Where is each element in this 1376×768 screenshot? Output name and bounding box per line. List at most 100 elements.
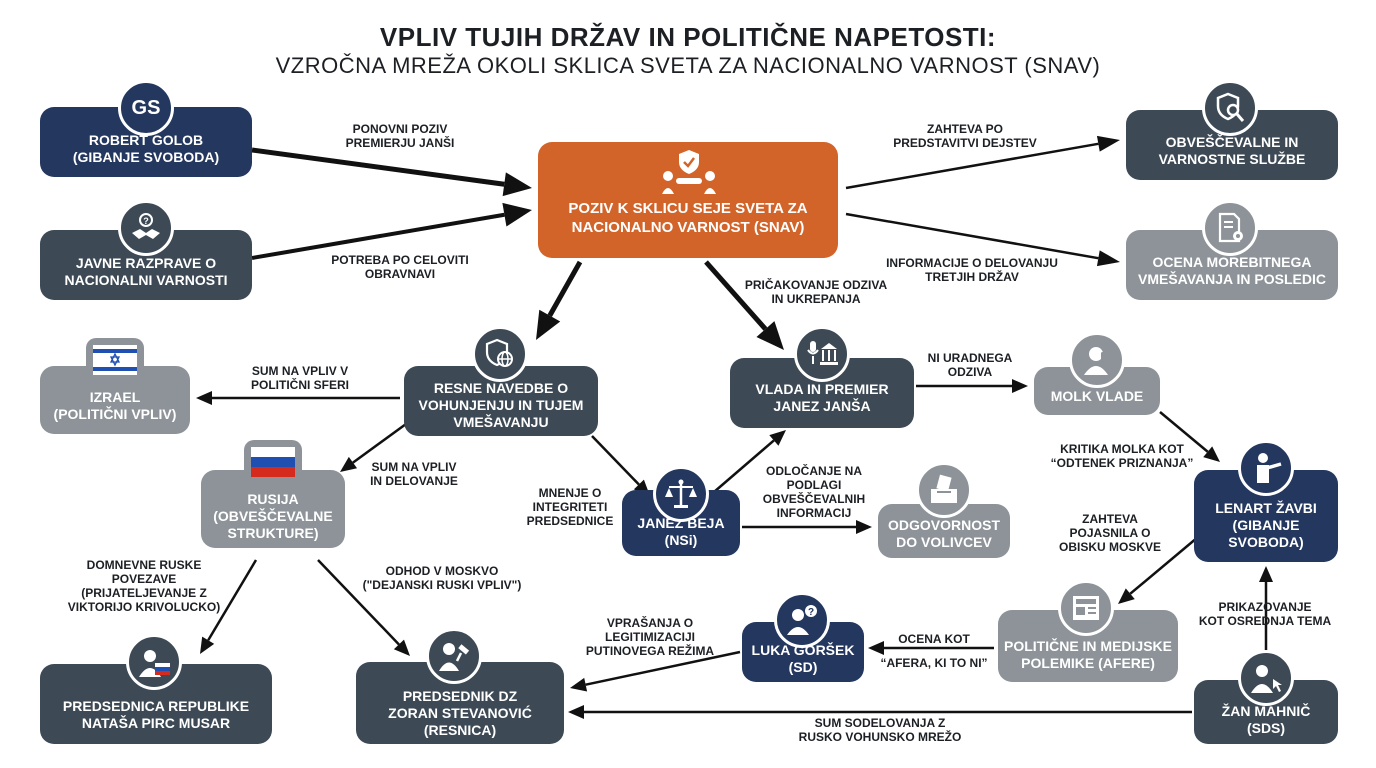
node-polemike[interactable]: POLITIČNE IN MEDIJSKE POLEMIKE (AFERE) (998, 610, 1178, 682)
arrow-mahnic-zavbi (1259, 566, 1273, 652)
node-javne-razprave-line2: NACIONALNI VARNOSTI (64, 272, 228, 288)
arrow-center-vlada-line (704, 260, 768, 331)
edge-label-line: INFORMACIJ (776, 506, 852, 520)
edge-label-line: PREDSEDNICE (526, 514, 614, 528)
scales-icon (653, 466, 709, 522)
node-obvescevalne-sluzbe-line1: OBVEŠČEVALNE IN (1165, 134, 1299, 150)
shield-magnifier-icon (1202, 80, 1258, 136)
arrow-resne-izrael (196, 391, 400, 405)
edge-label-vlada-molk: NI URADNEGA ODZIVA (910, 351, 1030, 379)
edge-label-line: VIKTORIJO KRIVOLUCKO) (67, 600, 221, 614)
arrow-rusija-pirc (200, 559, 258, 654)
node-ocena-vmesavanja-line1: OCENA MOREBITNEGA (1152, 254, 1312, 270)
edge-label-line: INTEGRITETI (532, 500, 608, 514)
edge-label-line: ODZIVA (947, 365, 993, 379)
arrow-mahnic-stevanovic-head (568, 705, 584, 719)
edge-label-resne-rusija: SUM NA VPLIV IN DELOVANJE (354, 460, 474, 488)
edge-label-line: DOMNEVNE RUSKE (86, 558, 202, 572)
edge-label-resne-izrael: SUM NA VPLIV V POLITIČNI SFERI (240, 364, 360, 392)
edge-label-line: MNENJE O (538, 486, 602, 500)
edge-label-beja-odgovornost: ODLOČANJE NA PODLAGI OBVEŠČEVALNIH INFOR… (754, 464, 874, 520)
node-poziv-snav-line2: NACIONALNO VARNOST (SNAV) (571, 219, 805, 236)
edge-label-line: OBRAVNAVI (364, 267, 436, 281)
node-poziv-snav-line1: POZIV K SKLICU SEJE SVETA ZA (568, 200, 808, 217)
arrow-rusija-stevanovic (317, 559, 410, 656)
node-ocena-vmesavanja-line2: VMEŠAVANJA IN POSLEDIC (1138, 271, 1326, 287)
node-zoran-stevanovic-line2: ZORAN STEVANOVIĆ (388, 704, 532, 721)
node-lenart-zavbi-line1: LENART ŽAVBI (1215, 499, 1317, 516)
arrow-beja-vlada-line (713, 439, 775, 493)
pointing-person-icon (1238, 440, 1294, 496)
arrow-gorsek-stevanovic-line (585, 650, 741, 686)
arrow-center-resne-line (547, 260, 583, 317)
arrow-rusija-pirc-line (207, 559, 258, 641)
arrow-molk-zavbi-line (1159, 411, 1209, 453)
arrow-rusija-stevanovic-line (317, 559, 400, 646)
edge-label-line: ZAHTEVA (1082, 512, 1138, 526)
svg-text:?: ? (808, 607, 814, 618)
edge-label-line: POVEZAVE (111, 572, 177, 586)
edge-label-line: ODHOD V MOSKVO (385, 564, 499, 578)
node-resne-navedbe-line3: VMEŠAVANJU (453, 413, 549, 430)
page-subtitle: VZROČNA MREŽA OKOLI SKLICA SVETA ZA NACI… (275, 53, 1101, 78)
arrow-golob-center-head (502, 172, 532, 197)
node-rusija-line1: RUSIJA (247, 490, 299, 507)
arrow-zavbi-polemike-head (1118, 588, 1135, 604)
arrow-golob-center-line (251, 147, 505, 187)
arrow-resne-rusija (340, 422, 407, 472)
edge-label-rusija-stevanovic: ODHOD V MOSKVO ("DEJANSKI RUSKI VPLIV") (352, 564, 532, 592)
node-rusija-line2: (OBVEŠČEVALNE (213, 507, 333, 524)
newspaper-icon (1058, 580, 1114, 636)
node-izrael-line1: IZRAEL (89, 389, 141, 405)
edge-label-line: NI URADNEGA (927, 351, 1013, 365)
russia-flag-icon (244, 440, 302, 484)
arrow-zavbi-polemike-line (1129, 531, 1205, 595)
edge-label-line: OBVEŠČEVALNIH (762, 492, 866, 506)
edge-label-line: IN UKREPANJA (771, 292, 861, 306)
node-polemike-line2: POLEMIKE (AFERE) (1021, 655, 1155, 671)
edge-label-line: INFORMACIJE O DELOVANJU (886, 256, 1058, 270)
edge-label-golob-center: PONOVNI POZIV PREMIERJU JANŠI (330, 122, 470, 150)
edge-label-mahnic-zavbi: PRIKAZOVANJE KOT OSREDNJA TEMA (1190, 600, 1340, 628)
arrow-molk-zavbi (1159, 411, 1220, 462)
node-molk-vlade-line1: MOLK VLADE (1050, 387, 1144, 404)
judge-gavel-icon (426, 628, 482, 684)
edge-label-center-vlada: PRIČAKOVANJE ODZIVA IN UKREPANJA (730, 278, 902, 306)
arrow-polemike-gorsek-head (868, 641, 884, 655)
arrow-center-vlada-head (756, 321, 784, 350)
node-robert-golob[interactable]: ROBERT GOLOB (GIBANJE SVOBODA) (40, 107, 252, 177)
microphone-building-icon (794, 326, 850, 382)
edge-label-line: PODLAGI (786, 478, 842, 492)
edge-label-line: TRETJIH DRŽAV (925, 270, 1019, 284)
node-resne-navedbe[interactable]: RESNE NAVEDBE O VOHUNJENJU IN TUJEM VMEŠ… (404, 366, 598, 436)
arrow-beja-odgovornost (742, 520, 872, 534)
node-luka-gorsek-line1: LUKA GORŠEK (751, 642, 855, 658)
edge-label-line: POLITIČNI SFERI (250, 378, 349, 392)
arrow-molk-zavbi-head (1203, 446, 1220, 462)
arrow-beja-vlada (713, 430, 786, 493)
shield-globe-icon (472, 326, 528, 382)
edge-label-gorsek-stevanovic: VPRAŠANJA O LEGITIMIZACIJI PUTINOVEGA RE… (572, 616, 728, 658)
woman-russia-flag-icon (126, 634, 182, 690)
arrow-center-vlada (704, 260, 784, 350)
arrow-resne-rusija-line (352, 422, 407, 464)
node-zoran-stevanovic-line1: PREDSEDNIK DZ (402, 687, 518, 704)
node-izrael-line2: (POLITIČNI VPLIV) (53, 406, 177, 422)
arrow-javne-center-line (251, 212, 505, 260)
edge-label-line: SUM NA VPLIV (371, 460, 457, 474)
node-odgovornost-line2: DO VOLIVCEV (896, 534, 992, 550)
node-resne-navedbe-line1: RESNE NAVEDBE O (433, 379, 569, 396)
arrow-polemike-gorsek (868, 641, 994, 655)
node-robert-golob-line2: (GIBANJE SVOBODA) (72, 149, 220, 165)
node-obvescevalne-sluzbe-line2: VARNOSTNE SLUŽBE (1158, 151, 1306, 167)
edge-label-line: PRIKAZOVANJE (1218, 600, 1312, 614)
edge-label-line: PREMIERJU JANŠI (345, 136, 455, 150)
edge-label-javne-center: POTREBA PO CELOVITI OBRAVNAVI (320, 253, 480, 281)
arrow-javne-center-head (502, 202, 532, 227)
edge-label-line: ODLOČANJE NA (765, 464, 862, 478)
arrow-center-resne-head (536, 309, 561, 340)
document-gear-icon (1202, 200, 1258, 256)
edge-label-line: PONOVNI POZIV (352, 122, 448, 136)
node-vlada-premier-line1: VLADA IN PREMIER (755, 381, 889, 397)
israel-flag-icon (86, 338, 144, 382)
